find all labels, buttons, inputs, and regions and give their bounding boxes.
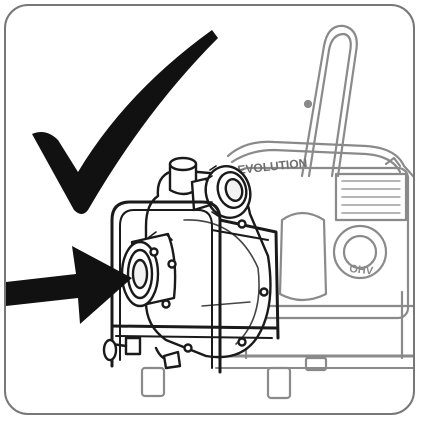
- pump-illustration: EVOLUTION OHV: [6, 24, 413, 400]
- instruction-card: EVOLUTION OHV: [4, 4, 415, 415]
- water-pump: [102, 156, 280, 374]
- arrow-right-icon: [6, 246, 132, 324]
- inlet-fitting: [120, 231, 177, 309]
- brand-logo: EVOLUTION: [237, 156, 308, 177]
- engine-label: OHV: [349, 263, 375, 277]
- outlet-fitting: [204, 165, 252, 219]
- checkmark-icon: [32, 30, 218, 214]
